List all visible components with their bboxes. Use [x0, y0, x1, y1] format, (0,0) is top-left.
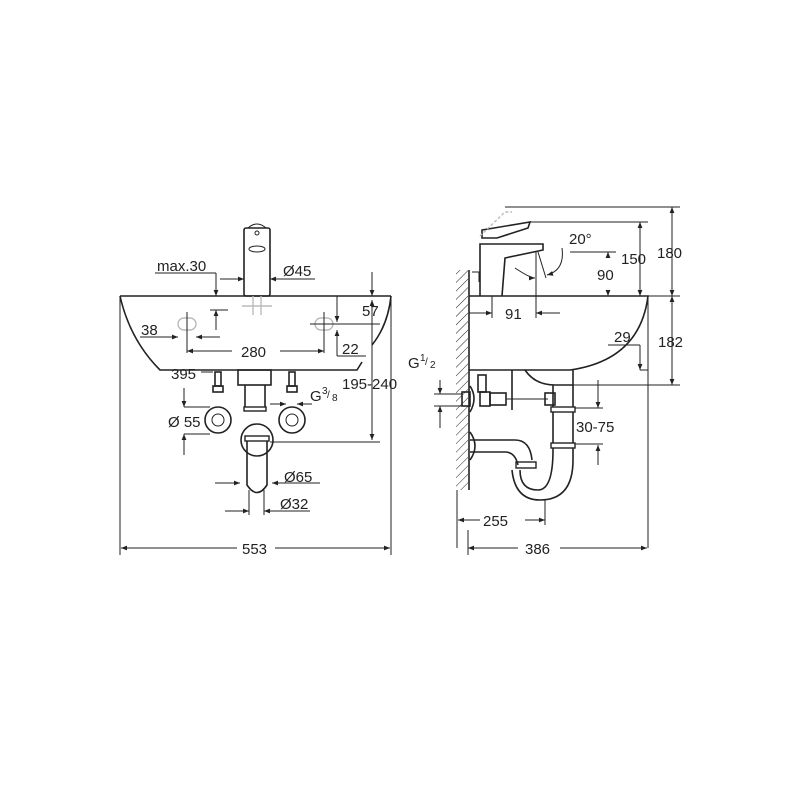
basin-side-outline: [469, 295, 649, 371]
connection-g: G: [310, 388, 322, 405]
angle-valve-side: [461, 374, 556, 413]
faucet-front: [242, 223, 272, 315]
dim-basin-depth: 395: [171, 366, 196, 383]
trap-side: [469, 385, 576, 501]
front-dimension-lines: [119, 272, 392, 555]
connection-g: G: [408, 355, 420, 372]
connection-den: 8: [332, 393, 338, 404]
tap-holes: [177, 317, 334, 331]
dim-outlet-height: 90: [597, 267, 614, 284]
basin-bowl: [524, 369, 574, 386]
dim-basin-offset: 29: [614, 329, 631, 346]
dim-spout-reach: 91: [505, 306, 522, 323]
dim-total-height: 180: [657, 245, 682, 262]
front-view: max.30 Ø45 57 38 280 22 395 195-240 G 3 …: [119, 223, 397, 558]
dim-max-30: max.30: [157, 258, 206, 275]
connection-den: 2: [430, 360, 436, 371]
dim-hole-offset: 38: [141, 322, 158, 339]
angle-valves: [204, 371, 306, 434]
connection-num: 1: [420, 353, 426, 364]
faucet-side: [472, 211, 544, 297]
dim-total-depth: 386: [525, 541, 550, 558]
dim-trap-range: 30-75: [576, 419, 614, 436]
dim-lever-angle: 20°: [569, 231, 592, 248]
wall-hatch: [456, 270, 468, 490]
svg-text:/: /: [425, 357, 428, 368]
dim-spout-height: 150: [621, 251, 646, 268]
dim-hole-drop: 22: [342, 341, 359, 358]
dim-total-width: 553: [242, 541, 267, 558]
dim-connection-g38: G 3 / 8: [310, 386, 338, 405]
side-view: 20° 150 180 90 91 29 182 G 1 / 2 30-75 2…: [408, 206, 683, 558]
dim-connection-g12: G 1 / 2: [408, 353, 436, 372]
dim-trap-distance: 255: [483, 513, 508, 530]
dim-hole-spacing: 280: [241, 344, 266, 361]
side-dimension-lines: [434, 206, 680, 555]
dim-height-range: 195-240: [342, 376, 397, 393]
dim-basin-height: 182: [658, 334, 683, 351]
connection-num: 3: [322, 386, 328, 397]
svg-text:/: /: [327, 390, 330, 401]
dim-deck-thickness: 57: [362, 303, 379, 320]
dim-trap-diameter: Ø65: [284, 469, 312, 486]
dim-faucet-diameter: Ø45: [283, 263, 311, 280]
drain-trap: [237, 369, 274, 515]
dim-outlet-diameter: Ø32: [280, 496, 308, 513]
dim-rosette-diameter: Ø 55: [168, 414, 201, 431]
